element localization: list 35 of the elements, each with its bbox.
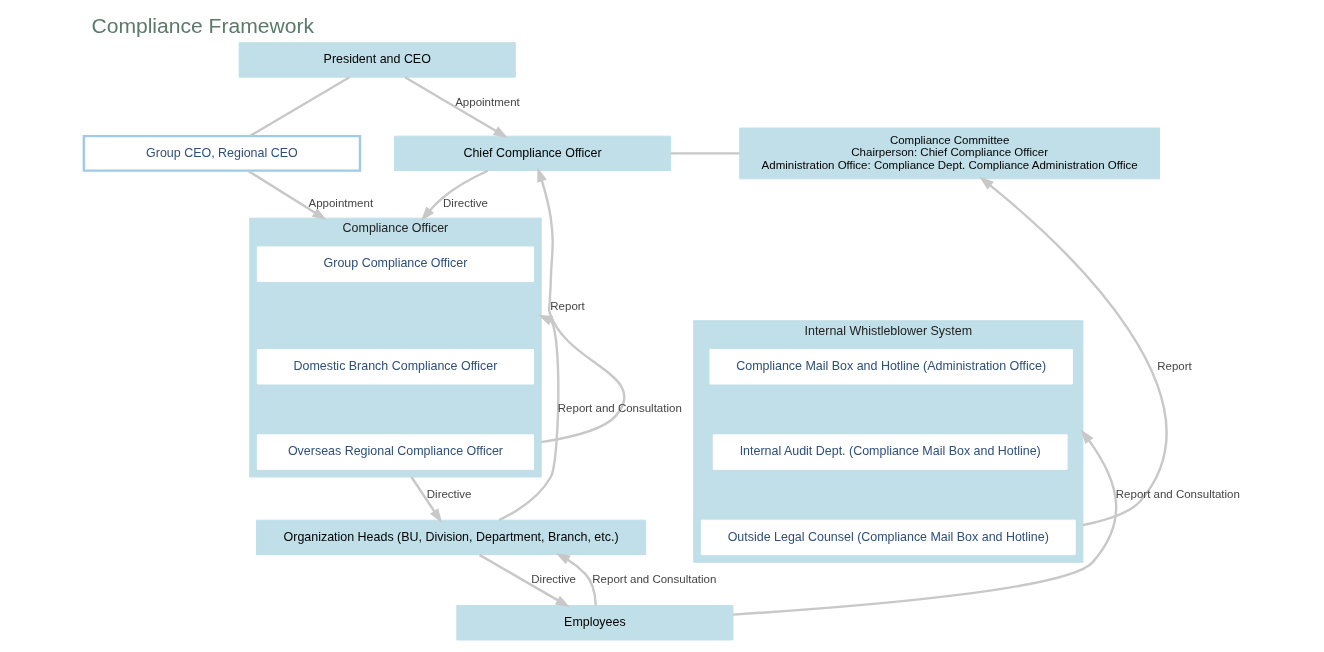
- arrow: [732, 429, 1118, 616]
- node-box: Group CEO, Regional CEO: [82, 134, 362, 172]
- node-box: President and CEO: [238, 42, 516, 78]
- node-box: Organization Heads (BU, Division, Department, Branch, etc.): [255, 519, 647, 556]
- edge-label: Directive: [443, 197, 488, 210]
- node-box: Group Compliance Officer: [256, 246, 534, 282]
- arrow: [478, 553, 570, 608]
- node-box: Overseas Regional Compliance Officer: [256, 434, 534, 470]
- arrow: [410, 476, 443, 524]
- node-box: Chief Compliance Officer: [394, 135, 672, 172]
- node-box: Compliance Committee Chairperson: Chief Compliance Officer Administration Office: Compliance Dept. Compliance Administration Office: [739, 127, 1161, 180]
- arrow: [404, 76, 508, 138]
- edge-label: Report and Consultation: [557, 402, 682, 415]
- node-box: Internal Audit Dept. (Compliance Mail Box and Hotline): [712, 434, 1068, 470]
- arrow: [247, 169, 327, 221]
- node-box: Compliance Mail Box and Hotline (Administration Office): [709, 349, 1073, 385]
- node-box: Outside Legal Counsel (Compliance Mail Box and Hotline): [700, 519, 1076, 556]
- edge-label: Report and Consultation: [592, 573, 717, 586]
- arrow: [979, 176, 1167, 527]
- arrow: [498, 314, 560, 522]
- edge-label: Directive: [426, 487, 472, 500]
- edge-label: Report and Consultation: [1115, 487, 1240, 500]
- node-box: Domestic Branch Compliance Officer: [256, 349, 534, 385]
- arrow: [555, 552, 597, 606]
- connector: [670, 152, 740, 155]
- edge-label: Report: [1157, 359, 1192, 372]
- edge-label: Report: [550, 299, 585, 312]
- edge-label: Appointment: [308, 197, 374, 210]
- node-box: Employees: [456, 605, 734, 641]
- connector: [249, 76, 351, 138]
- arrow: [537, 167, 626, 444]
- diagram-title: Compliance Framework: [91, 13, 315, 37]
- edge-label: Appointment: [455, 95, 520, 108]
- edge-label: Directive: [531, 573, 577, 586]
- arrow: [421, 169, 489, 221]
